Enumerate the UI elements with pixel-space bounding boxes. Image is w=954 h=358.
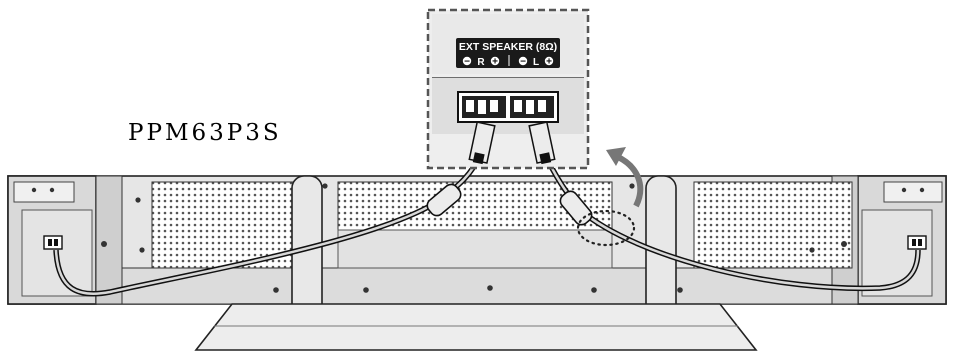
ext-speaker-title: EXT SPEAKER (8Ω) [459, 41, 557, 53]
left-speaker-jack [43, 235, 63, 250]
terminal-callout: EXT SPEAKER (8Ω) − R + − L + [426, 8, 590, 170]
r-plug [468, 121, 496, 165]
r-minus-symbol: − [464, 57, 470, 68]
l-plug [528, 121, 556, 165]
stand-base [194, 303, 758, 351]
highlight-ellipse [576, 209, 636, 247]
r-channel-letter: R [477, 57, 485, 68]
l-plus-symbol: + [546, 57, 552, 68]
speaker-terminal-block [457, 91, 559, 123]
right-speaker-jack [907, 235, 927, 250]
right-speaker-cabinet [857, 175, 947, 305]
tv-back-panel [7, 175, 947, 351]
l-channel-letter: L [533, 57, 539, 68]
r-plus-symbol: + [492, 57, 498, 68]
model-label: PPM63P3S [128, 120, 282, 146]
curved-arrow-icon [606, 147, 644, 208]
l-minus-symbol: − [520, 57, 526, 68]
ferrite-core-left [426, 183, 462, 217]
